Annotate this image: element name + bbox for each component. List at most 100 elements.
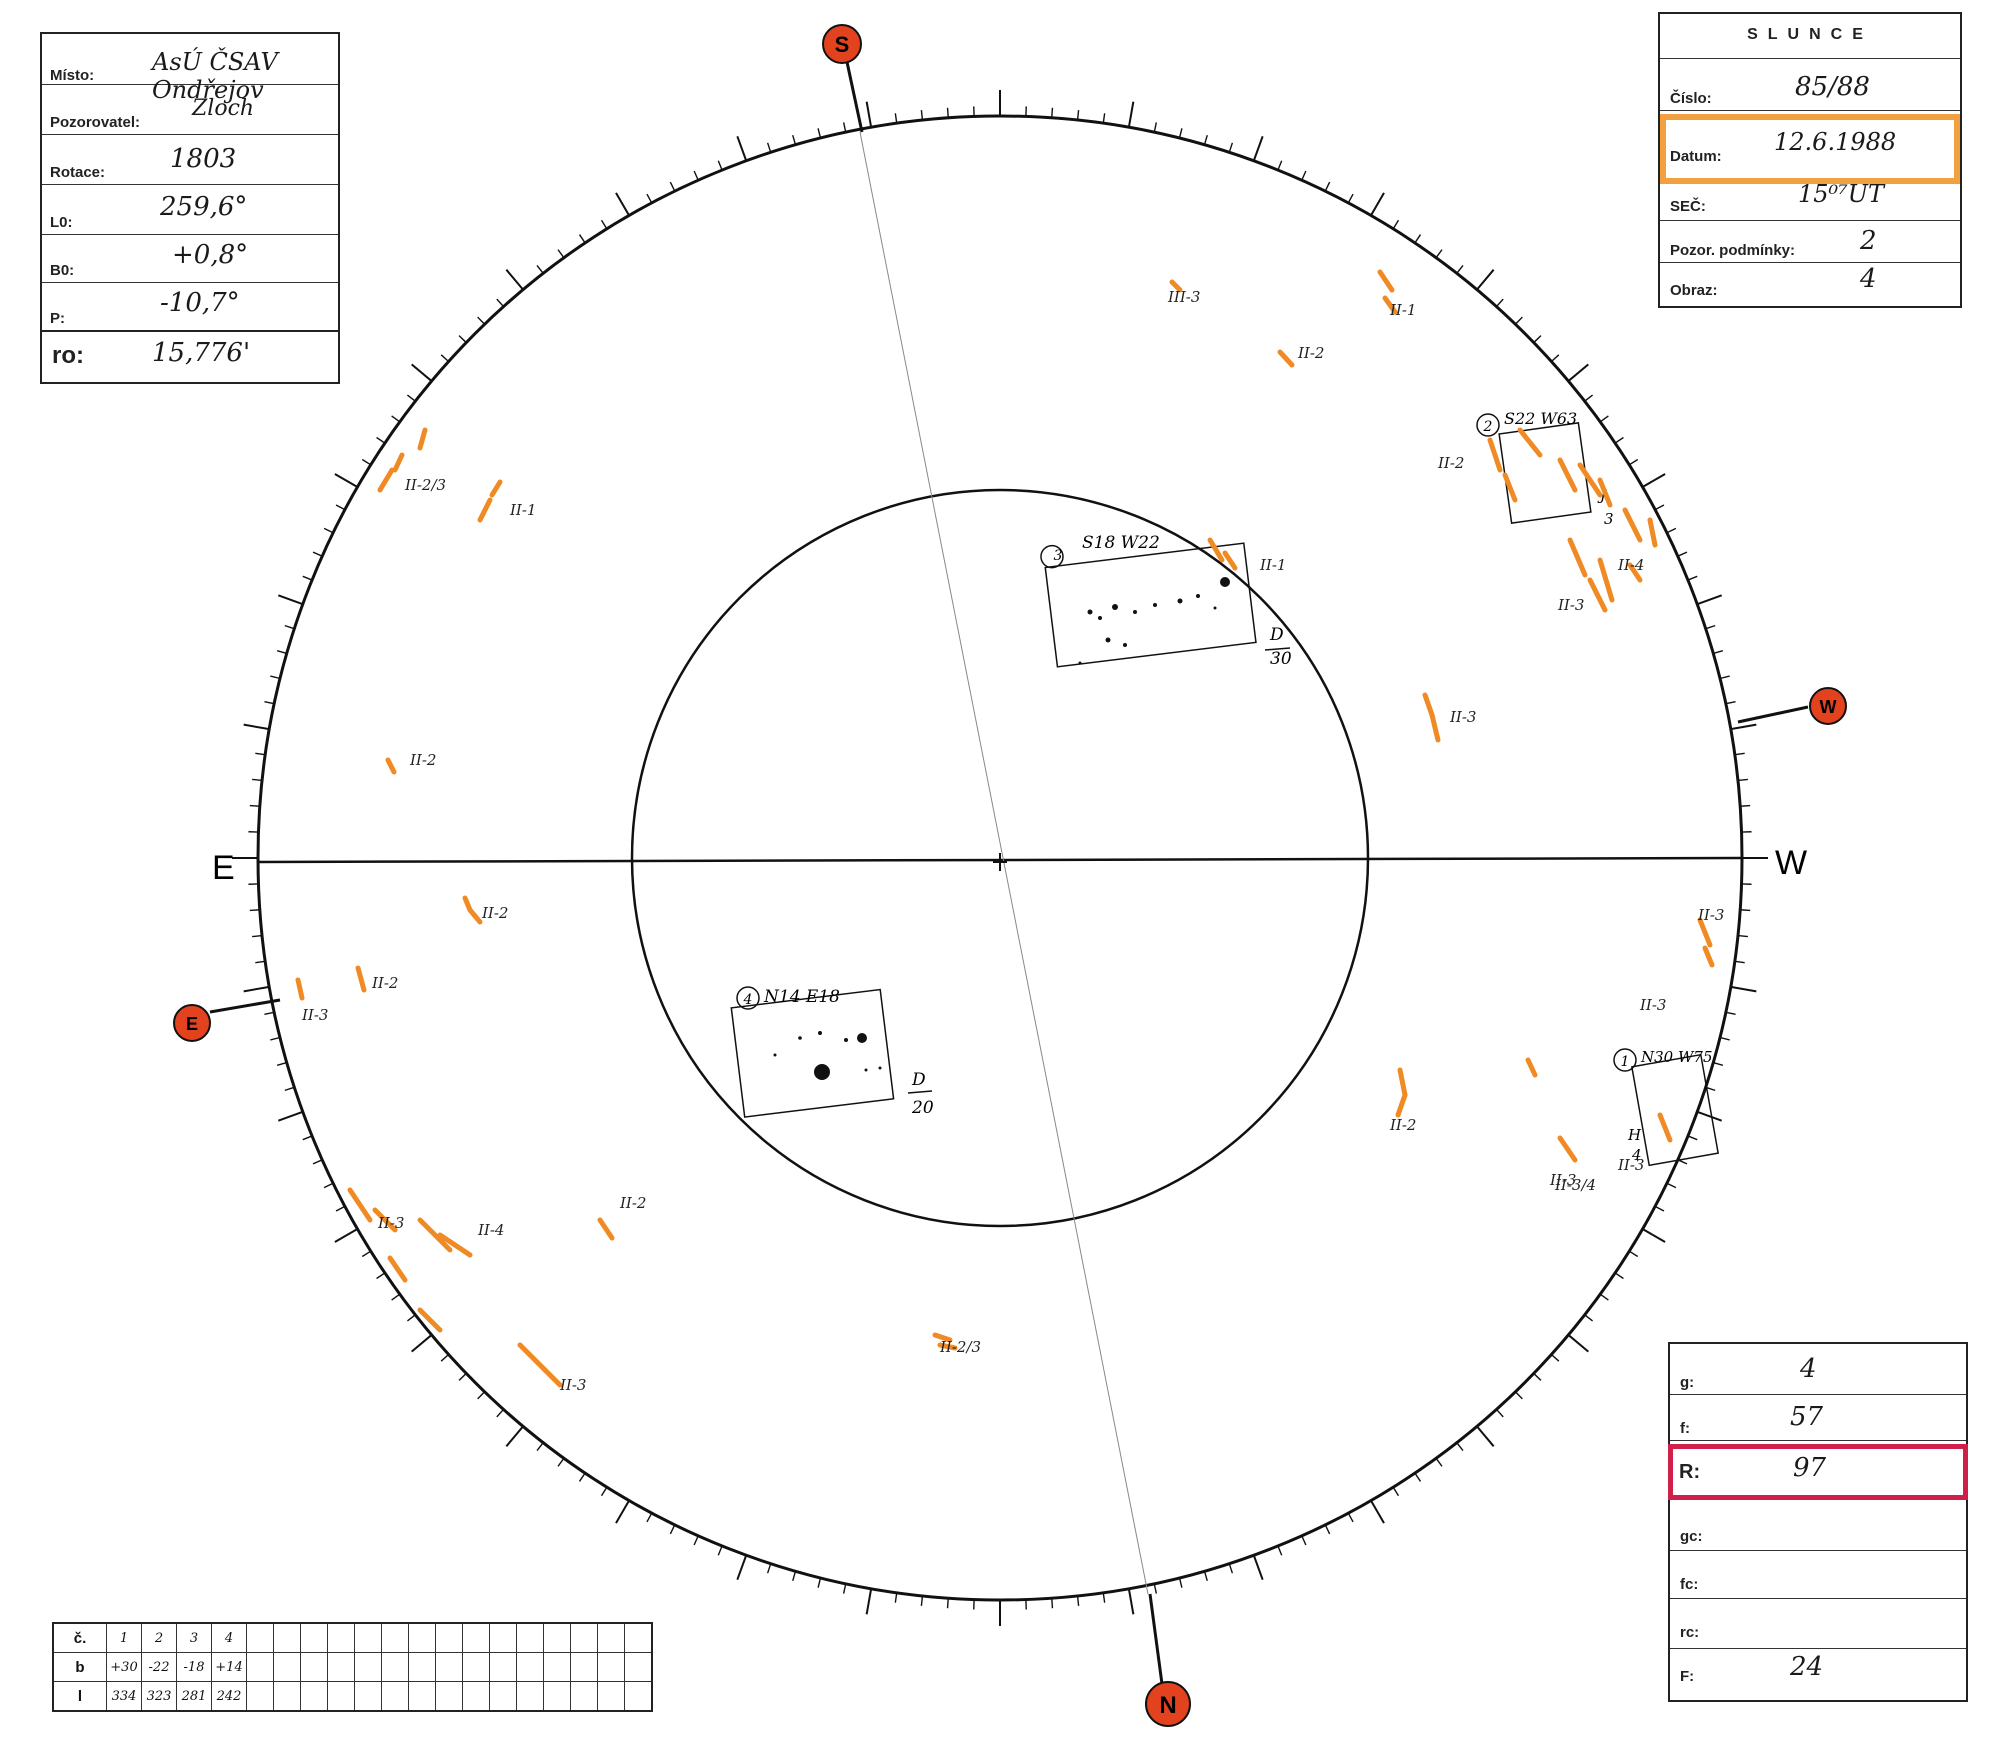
facula-mark (1622, 507, 1643, 543)
groups-table: č. 1 2 3 4 b +30 -22 -18 +14 l 334 323 2… (52, 1622, 653, 1712)
limb-tick (376, 436, 386, 444)
limb-tick (1725, 700, 1736, 705)
table-row: b +30 -22 -18 +14 (52, 1652, 653, 1682)
limb-tick (1495, 298, 1504, 308)
p-label: P: (50, 310, 65, 327)
limb-tick (1628, 458, 1639, 466)
b0-label: B0: (50, 262, 75, 279)
limb-tick (600, 219, 608, 230)
spot-group-4-spots (773, 1031, 882, 1080)
datum-label: Datum: (1670, 148, 1722, 165)
limb-tick (323, 1182, 334, 1189)
facula-mark (1577, 462, 1603, 498)
spot-group-4 (730, 988, 895, 1118)
facula-mark (1397, 1067, 1408, 1098)
facula-label: II-3/4 (1554, 1176, 1596, 1194)
facula-mark (1647, 517, 1658, 548)
limb-tick (1567, 363, 1589, 382)
ro-label: ro: (52, 342, 84, 369)
limb-tick (277, 594, 304, 606)
limb-tick (284, 624, 295, 630)
facula-label: II-3 (1697, 906, 1724, 924)
spot-group-1-label: N30 W75 (1640, 1048, 1712, 1066)
s-marker-icon (822, 24, 862, 64)
limb-tick (842, 1583, 847, 1594)
limb-tick (1414, 234, 1422, 244)
limb-tick (1713, 650, 1724, 655)
g-value: 4 (1800, 1354, 1817, 1384)
limb-tick (1584, 394, 1594, 402)
limb-tick (1737, 778, 1748, 782)
sec-value: 15⁰⁷UT (1798, 180, 1885, 208)
facula-mark (1597, 557, 1615, 603)
limb-tick (334, 473, 358, 488)
limb-tick (557, 1457, 565, 1467)
limb-tick (391, 1293, 401, 1301)
limb-tick (646, 193, 653, 204)
limb-tick (477, 1391, 486, 1400)
b0-value: +0,8° (172, 240, 249, 270)
fc-label: fc: (1680, 1576, 1699, 1593)
limb-tick (1324, 1524, 1331, 1535)
limb-tick (920, 1595, 924, 1606)
table-cell: +30 (106, 1652, 142, 1682)
slunce-title: SLUNCE (1747, 26, 1873, 43)
table-cell: 281 (176, 1681, 212, 1712)
limb-tick (1533, 1372, 1542, 1381)
spot-group-3-label: S18 W22 (1082, 533, 1160, 553)
limb-tick (946, 107, 949, 118)
limb-tick (600, 1486, 608, 1497)
facula-label: II-2 (619, 1194, 646, 1212)
spot-group-4-circle (736, 986, 760, 1010)
spot-group-2-circle (1476, 413, 1500, 437)
n-pointer-line (1148, 1593, 1164, 1685)
limb-tick (249, 804, 260, 807)
limb-tick (1514, 316, 1523, 325)
limb-tick (255, 752, 266, 756)
facula-mark (437, 1232, 473, 1258)
facula-label: II-1 (1389, 301, 1416, 319)
facula-mark (1517, 427, 1543, 458)
limb-tick (323, 527, 334, 534)
limb-tick (276, 1061, 287, 1066)
table-cell: 242 (211, 1681, 247, 1712)
facula-mark (477, 497, 493, 523)
slunce-info-box: SLUNCE Číslo:85/88 Datum:12.6.1988 SEČ:1… (1658, 12, 1962, 308)
limb-tick (302, 575, 313, 581)
facula-mark (1377, 269, 1395, 293)
limb-tick (1102, 1592, 1106, 1603)
facula-mark (355, 965, 367, 993)
facula-label: II-1 (1259, 556, 1286, 574)
facula-mark (1169, 279, 1183, 293)
facula-label: II-2 (1389, 1116, 1416, 1134)
facula-mark (1502, 472, 1518, 503)
facula-mark (1587, 577, 1608, 613)
facula-mark (1627, 562, 1643, 583)
limb-tick (1203, 1571, 1208, 1582)
spot-group-3 (1040, 542, 1257, 668)
w-marker-icon (1809, 687, 1847, 725)
spot-group-2-number: 2 (1483, 419, 1493, 435)
limb-tick (312, 1159, 323, 1165)
limb-tick (1514, 1391, 1523, 1400)
limb-tick (1203, 134, 1208, 145)
limb-tick (1392, 219, 1400, 230)
rotace-value: 1803 (170, 144, 237, 174)
spot-group-2-class-bottom: 3 (1604, 510, 1614, 528)
limb-tick (1178, 1577, 1183, 1588)
limb-tick (1051, 1598, 1054, 1609)
limb-tick (411, 363, 433, 382)
facula-mark (1697, 917, 1713, 948)
limb-tick (1550, 1353, 1560, 1362)
ro-value: 15,776' (152, 338, 251, 368)
limb-tick (1599, 1293, 1609, 1301)
limb-tick (1076, 1595, 1080, 1606)
limb-tick (536, 264, 544, 274)
limb-tick (1719, 675, 1730, 680)
facula-mark (1207, 537, 1225, 563)
spot-group-4-label: N14 E18 (763, 987, 840, 1007)
limb-tick (477, 316, 486, 325)
l0-label: L0: (50, 214, 73, 231)
facula-mark (1222, 550, 1238, 571)
